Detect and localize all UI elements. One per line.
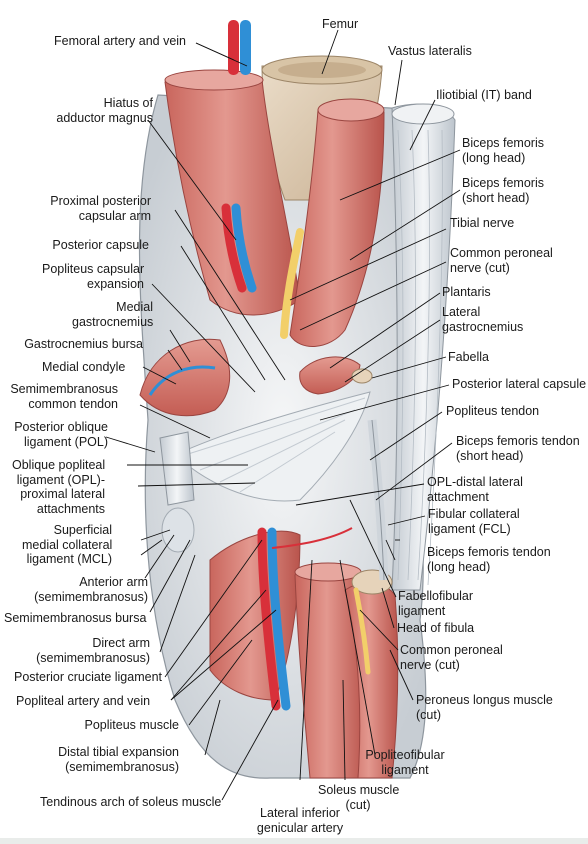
label-tendinous-arch-soleus: Tendinous arch of soleus muscle [40, 795, 222, 809]
label-vastus-lateralis: Vastus lateralis [388, 44, 472, 58]
label-peroneus-longus: Peroneus longus muscle(cut) [416, 693, 553, 722]
label-anterior-arm: Anterior arm(semimembranosus) [34, 575, 148, 604]
label-tibial-nerve: Tibial nerve [450, 216, 515, 230]
popliteal-artery [257, 527, 281, 711]
tibial-nerve [280, 228, 304, 339]
label-plantaris: Plantaris [442, 285, 491, 299]
label-soleus-muscle: Soleus muscle(cut) [318, 783, 400, 812]
label-posterior-lateral-capsule: Posterior lateral capsule [452, 377, 587, 391]
label-direct-arm: Direct arm(semimembranosus) [36, 636, 150, 665]
lateral-gastrocnemius [299, 356, 361, 395]
femoral-vein [240, 20, 251, 75]
label-popliteus-muscle: Popliteus muscle [84, 718, 180, 732]
label-distal-tibial-expansion: Distal tibial expansion(semimembranosus) [58, 745, 179, 774]
hiatus-vein [231, 203, 257, 293]
label-posterior-capsule: Posterior capsule [52, 238, 149, 252]
label-iliotibial-band: Iliotibial (IT) band [436, 88, 532, 102]
leader-lines [105, 29, 461, 801]
label-semimembranosus-bursa: Semimembranosus bursa [4, 611, 147, 625]
label-femoral-artery-vein: Femoral artery and vein [54, 34, 187, 48]
label-posterior-cruciate-ligament: Posterior cruciate ligament [14, 670, 162, 684]
label-popliteal-artery-vein: Popliteal artery and vein [16, 694, 151, 708]
label-biceps-tendon-long-head: Biceps femoris tendon(long head) [427, 545, 551, 574]
femoral-artery [228, 20, 239, 75]
common-peroneal-nerve-lower [353, 587, 371, 675]
label-biceps-tendon-short-head: Biceps femoris tendon(short head) [456, 434, 580, 463]
label-medial-condyle: Medial condyle [42, 360, 126, 374]
label-gastrocnemius-bursa: Gastrocnemius bursa [24, 337, 143, 351]
label-femur: Femur [322, 17, 359, 31]
iliotibial-band [391, 103, 456, 591]
label-head-of-fibula: Head of fibula [397, 621, 475, 635]
footer-strip [0, 838, 588, 844]
popliteal-vein [267, 527, 291, 711]
hiatus-artery [221, 203, 247, 293]
label-biceps-femoris-long-head: Biceps femoris(long head) [462, 136, 544, 165]
semimembranosus-tendon [159, 431, 195, 506]
label-fabella: Fabella [448, 350, 489, 364]
lateral-inferior-genicular-artery [271, 527, 353, 549]
label-popliteus-tendon: Popliteus tendon [446, 404, 540, 418]
fabella-shape [351, 368, 373, 384]
medial-gastrocnemius [139, 338, 231, 417]
label-biceps-femoris-short-head: Biceps femoris(short head) [462, 176, 544, 205]
